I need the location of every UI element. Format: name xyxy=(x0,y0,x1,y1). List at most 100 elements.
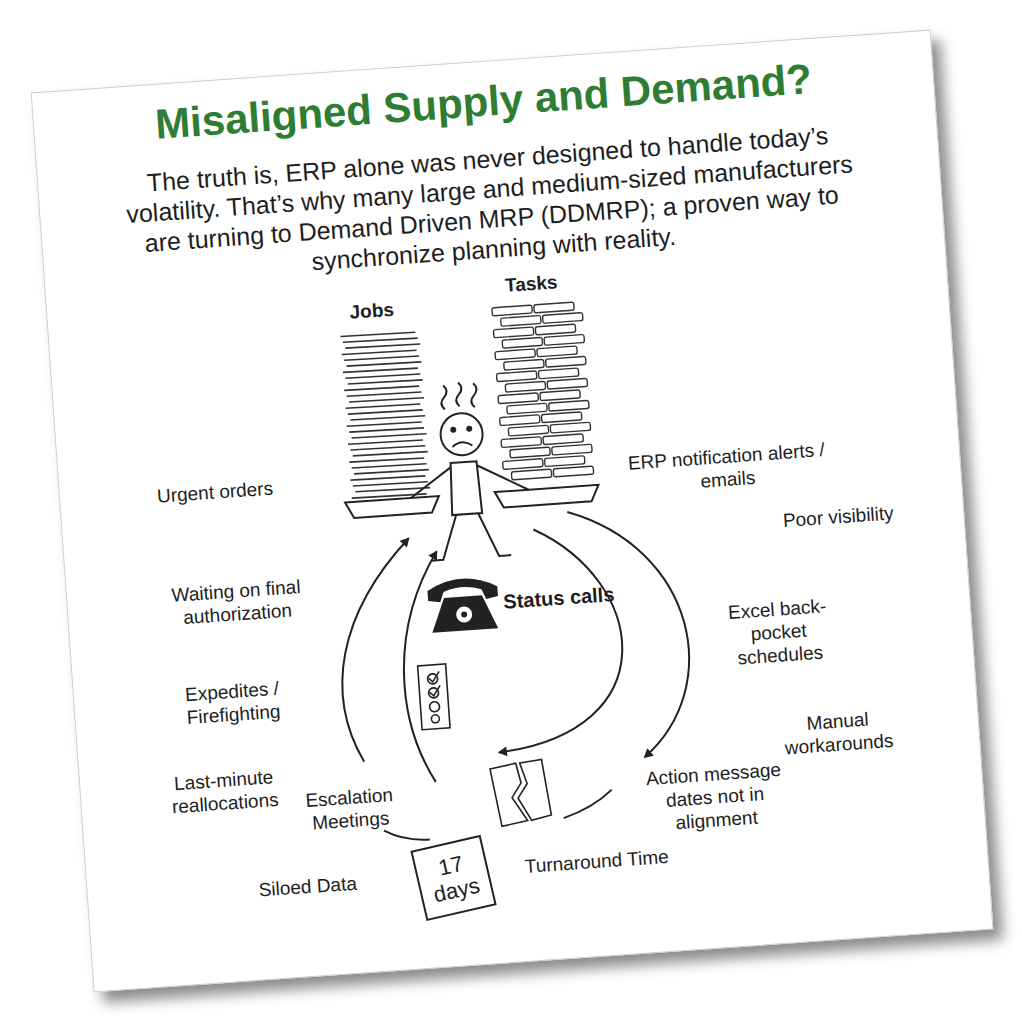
leg xyxy=(478,511,511,557)
task-card xyxy=(501,437,541,448)
jobs-stack xyxy=(340,331,430,499)
job-sheet xyxy=(348,439,423,445)
mouth xyxy=(452,442,472,447)
cycle-arrow xyxy=(484,524,630,753)
task-card xyxy=(540,390,580,401)
job-sheet xyxy=(345,343,420,349)
telephone xyxy=(427,576,500,633)
torso xyxy=(449,461,483,515)
leg xyxy=(428,515,459,561)
cycle-arrow xyxy=(562,790,614,818)
job-sheet xyxy=(354,469,429,475)
cycle-arrow xyxy=(567,504,696,761)
tray xyxy=(345,496,440,519)
stress-line xyxy=(455,382,463,406)
task-card xyxy=(502,337,542,348)
cycle-arrow xyxy=(395,551,452,783)
tasks-stack xyxy=(492,302,594,481)
task-card xyxy=(544,334,584,345)
phone-label: Status calls xyxy=(503,581,624,613)
days-box: 17 days xyxy=(410,835,496,921)
issue-label: Urgent orders xyxy=(139,476,290,509)
task-card xyxy=(501,315,541,326)
stack-label: Tasks xyxy=(496,271,567,299)
job-sheet xyxy=(350,415,425,421)
job-sheet xyxy=(347,391,422,397)
task-card xyxy=(508,425,548,436)
days-value: 17 days xyxy=(425,848,481,908)
job-sheet xyxy=(348,379,423,385)
issue-label: Siloed Data xyxy=(247,872,368,903)
job-sheet xyxy=(351,475,426,481)
job-sheet xyxy=(340,331,415,337)
task-card xyxy=(504,359,544,370)
issue-label: Manual workarounds xyxy=(757,705,920,762)
job-sheet xyxy=(345,373,420,379)
task-card xyxy=(511,469,551,480)
job-sheet xyxy=(350,445,425,451)
task-card xyxy=(496,371,536,382)
task-card xyxy=(543,434,583,445)
task-card xyxy=(493,327,533,338)
job-sheet xyxy=(348,409,423,415)
task-card xyxy=(552,444,592,455)
task-card xyxy=(553,466,593,477)
task-card xyxy=(549,400,589,411)
arm xyxy=(409,467,453,498)
task-card xyxy=(544,456,584,467)
face xyxy=(439,412,484,457)
issue-label: Turnaround Time xyxy=(506,845,687,880)
job-sheet xyxy=(347,361,422,367)
job-sheet xyxy=(343,367,418,373)
cycle-arrow xyxy=(332,538,424,763)
eye xyxy=(467,427,471,431)
task-card xyxy=(546,356,586,367)
job-sheet xyxy=(349,427,424,433)
task-card xyxy=(492,305,532,316)
arm xyxy=(477,462,529,493)
job-sheet xyxy=(352,433,427,439)
issue-label: Poor visibility xyxy=(763,501,914,534)
stressed-person xyxy=(403,378,533,562)
task-card xyxy=(537,346,577,357)
job-sheet xyxy=(353,481,428,487)
issue-label: Escalation Meetings xyxy=(286,783,414,837)
task-card xyxy=(538,368,578,379)
stress-line xyxy=(470,383,478,407)
issue-label: Expedites / Firefighting xyxy=(161,676,304,731)
task-card xyxy=(495,349,535,360)
tray xyxy=(495,485,600,508)
task-card xyxy=(550,422,590,433)
checklist xyxy=(418,664,450,730)
task-card xyxy=(500,415,540,426)
issue-label: ERP notification alerts / emails xyxy=(618,438,836,498)
task-card xyxy=(503,459,543,470)
task-card xyxy=(498,393,538,404)
task-card xyxy=(535,324,575,335)
job-sheet xyxy=(344,355,419,361)
issue-label: Waiting on final authorization xyxy=(154,575,319,632)
stress-line xyxy=(440,385,448,409)
task-card xyxy=(507,403,547,414)
job-sheet xyxy=(344,385,419,391)
job-sheet xyxy=(346,403,421,409)
issue-label: Action message dates not in alignment xyxy=(625,757,804,837)
task-card xyxy=(534,302,574,313)
card: Misaligned Supply and Demand?The truth i… xyxy=(31,30,994,993)
job-sheet xyxy=(342,349,417,355)
job-sheet xyxy=(352,463,427,469)
stack-label: Jobs xyxy=(341,298,402,325)
job-sheet xyxy=(343,337,418,343)
job-sheet xyxy=(349,457,424,463)
broken-paper xyxy=(490,759,552,827)
task-card xyxy=(505,381,545,392)
task-card xyxy=(547,378,587,389)
job-sheet xyxy=(353,451,428,457)
eye xyxy=(451,428,455,432)
task-card xyxy=(542,313,582,324)
cycle-arrow xyxy=(384,827,430,842)
task-card xyxy=(541,412,581,423)
job-sheet xyxy=(347,421,422,427)
issue-label: Excel back-pocket schedules xyxy=(709,594,848,672)
issue-label: Last-minute reallocations xyxy=(146,764,304,820)
